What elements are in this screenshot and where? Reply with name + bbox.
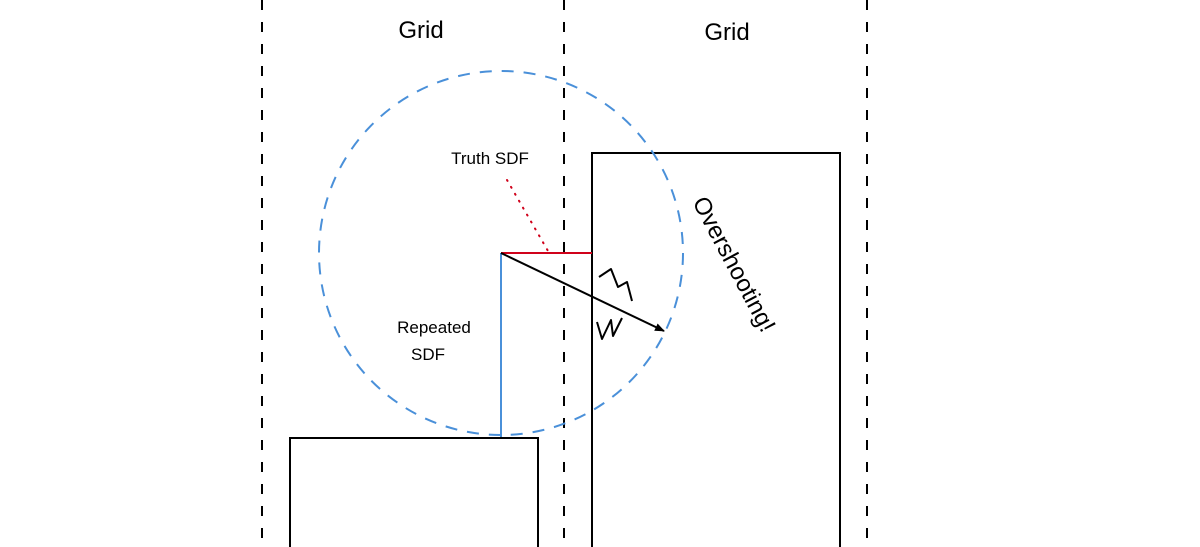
overshooting-label: Overshooting! [687,192,781,337]
grid-label-right: Grid [704,19,749,46]
object-right-box [591,152,841,547]
zigzag-mark-upper [598,268,633,302]
ray-arrow [500,252,665,332]
grid-label-left: Grid [398,17,443,44]
object-left-box [289,437,539,547]
repeated-sdf-label-line2: SDF [411,345,445,364]
truth-sdf-label: Truth SDF [451,149,529,168]
truth-sdf-leader [506,179,549,252]
zigzag-mark-lower [596,317,623,340]
sdf-sphere-circle [318,70,684,436]
repeated-sdf-label-line1: Repeated [397,318,471,337]
